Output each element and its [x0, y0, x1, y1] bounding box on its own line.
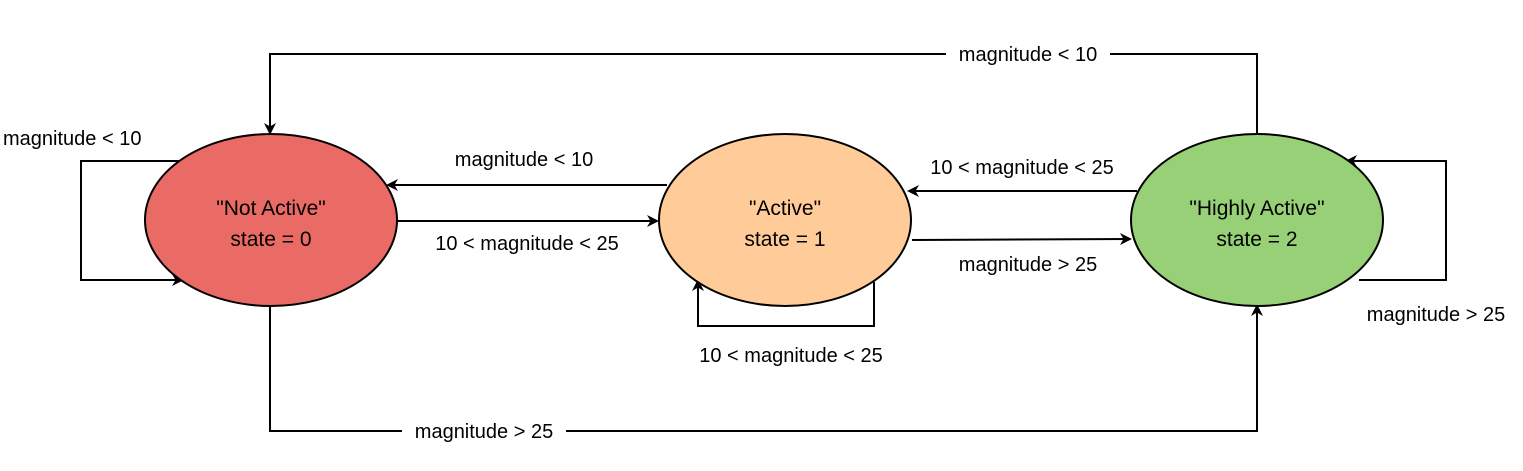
- edge-active-to-not-active: magnitude < 10: [386, 149, 667, 191]
- node-not-active-shape: [144, 133, 398, 307]
- edge-highly-to-active: 10 < magnitude < 25: [907, 157, 1137, 197]
- edge-label-not-self-loop: magnitude < 10: [3, 128, 141, 150]
- node-active: "Active" state = 1: [658, 133, 912, 307]
- edge-active-self-loop: 10 < magnitude < 25: [692, 279, 883, 367]
- edge-not-active-to-highly-bottom: magnitude > 25: [269, 304, 1263, 443]
- node-not-active-title: "Not Active": [216, 197, 325, 220]
- edge-label-not-to-highly-bottom: magnitude > 25: [415, 421, 553, 443]
- node-not-active: "Not Active" state = 0: [144, 133, 398, 307]
- edge-label-active-self-loop: 10 < magnitude < 25: [699, 345, 882, 367]
- node-active-shape: [658, 133, 912, 307]
- node-highly-active-state: state = 2: [1216, 228, 1297, 251]
- edge-label-highly-to-not-top: magnitude < 10: [959, 44, 1097, 66]
- edge-highly-to-not-active-top: magnitude < 10: [264, 42, 1258, 137]
- node-active-title: "Active": [749, 197, 821, 220]
- node-highly-active-shape: [1130, 133, 1384, 307]
- node-active-state: state = 1: [744, 228, 825, 251]
- edge-label-active-to-not: magnitude < 10: [455, 149, 593, 171]
- edge-label-highly-self-loop: magnitude > 25: [1367, 304, 1505, 326]
- edge-label-highly-to-active: 10 < magnitude < 25: [930, 157, 1113, 179]
- node-highly-active: "Highly Active" state = 2: [1130, 133, 1384, 307]
- edge-not-active-self-loop: magnitude < 10: [3, 128, 184, 286]
- edge-not-active-to-active: 10 < magnitude < 25: [397, 215, 659, 255]
- edge-label-active-to-highly: magnitude > 25: [959, 254, 1097, 276]
- edge-highly-self-loop: magnitude > 25: [1345, 155, 1505, 326]
- node-highly-active-title: "Highly Active": [1189, 197, 1324, 220]
- edge-label-not-to-active: 10 < magnitude < 25: [435, 233, 618, 255]
- edge-active-to-highly: magnitude > 25: [911, 233, 1132, 276]
- node-not-active-state: state = 0: [230, 228, 311, 251]
